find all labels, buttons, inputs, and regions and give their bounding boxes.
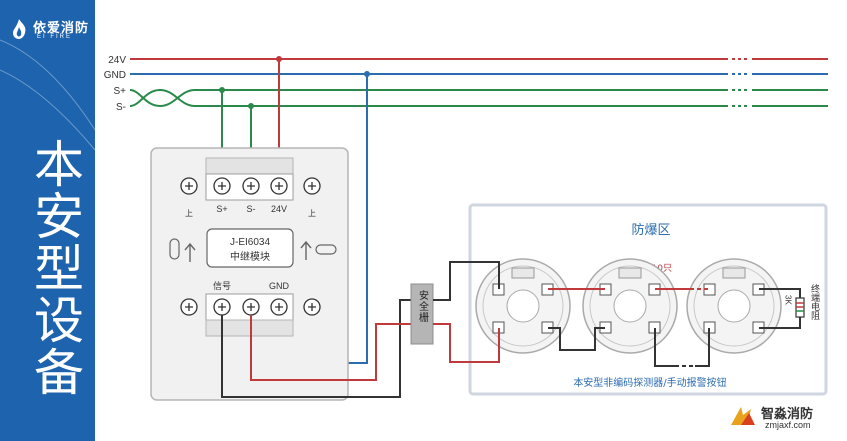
page-title: 本安型设备 [26, 138, 84, 398]
module-to-barrier-wires [221, 299, 411, 398]
zone-wiring [433, 261, 801, 367]
terminal-label-s-minus: S- [247, 204, 256, 214]
module-model: J-EI6034 [230, 237, 270, 248]
barrier-out-signal [433, 261, 500, 301]
terminal-resistor-label: 终端电阻 [809, 283, 820, 320]
watermark-logo-icon [731, 407, 755, 425]
terminal-label-gnd: GND [269, 281, 290, 291]
brand-logo: 依爱消防 EI FIRE [6, 14, 92, 46]
watermark-text: 智淼消防 [761, 406, 814, 421]
terminal-label-s-plus: S+ [216, 204, 227, 214]
bus-lines [129, 58, 828, 108]
sidebar-banner: 依爱消防 EI FIRE 本安型设备 [0, 0, 95, 441]
bus-label-gnd: GND [104, 70, 126, 81]
junction-s-minus [248, 103, 254, 109]
resistor-value: 3K [784, 295, 793, 305]
zone-caption: 本安型非编码探测器/手动报警按钮 [573, 376, 726, 389]
up-mark-right: 上 [308, 209, 316, 218]
bus-label-s-minus: S- [116, 102, 126, 113]
sidebar-decoration [0, 39, 96, 151]
link-2-3-black-end [695, 328, 710, 367]
eol-top-wire [759, 288, 801, 298]
arrow-up-right-icon [300, 240, 312, 260]
slot-left [169, 238, 180, 260]
link-1-2-black [548, 327, 605, 351]
arrow-up-left-icon [184, 242, 196, 262]
bus-s-minus-twist [129, 88, 196, 107]
terminal-label-24v: 24V [271, 204, 287, 214]
junction-s-plus [219, 87, 225, 93]
safety-barrier: 安全栅 [410, 283, 434, 345]
watermark: 智淼消防 zmjaxf.com [727, 401, 837, 435]
slot-right [315, 244, 337, 255]
bus-label-24v: 24V [108, 55, 126, 66]
barrier-out-power [433, 323, 500, 363]
relay-module: S+ S- 24V 上 上 J-EI6034 中继模块 信号 GND [150, 147, 349, 401]
up-mark-left: 上 [185, 209, 193, 218]
brand-name: 依爱消防 [33, 20, 90, 35]
terminal-resistor [795, 297, 805, 318]
power-wire [250, 315, 411, 381]
detector-1 [475, 258, 571, 354]
terminal-label-signal: 信号 [213, 280, 231, 292]
bus-label-s-plus: S+ [113, 86, 126, 97]
top-screw-terminals [180, 177, 321, 195]
flame-logo-icon [13, 19, 26, 39]
bottom-screw-terminals [180, 298, 321, 316]
brand-name-en: EI FIRE [37, 34, 73, 40]
detector-3 [686, 258, 782, 354]
detector-2 [582, 258, 678, 354]
link-2-3-black [654, 328, 675, 367]
bus-s-plus-twist [129, 89, 196, 108]
zone-title: 防爆区 [631, 222, 670, 238]
barrier-label: 安全栅 [417, 289, 429, 323]
signal-wire [221, 299, 411, 398]
module-name: 中继模块 [230, 250, 270, 263]
watermark-url: zmjaxf.com [765, 420, 811, 430]
eol-bottom-wire [759, 317, 801, 329]
junction-24v [276, 56, 282, 62]
